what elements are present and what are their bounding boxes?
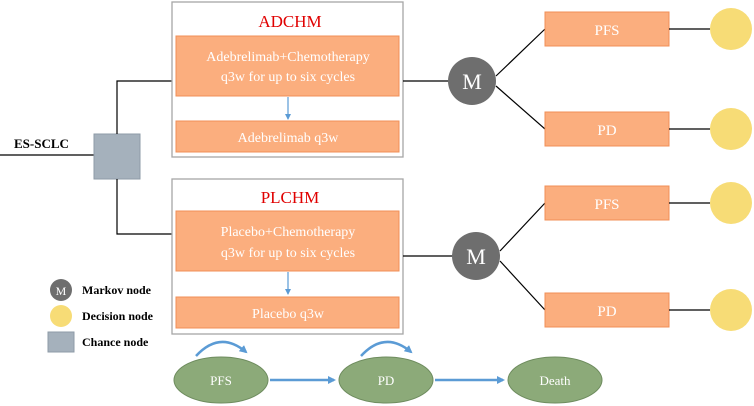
state-transition-diagram: PFS PD Death (173, 340, 603, 404)
legend-markov-label: Markov node (82, 283, 152, 297)
pfs-self-loop-arrow (195, 340, 248, 357)
arm1-pfs-decision-node (710, 8, 752, 50)
arm2-state-pd-label: PD (597, 304, 616, 320)
legend-decision-label: Decision node (82, 309, 154, 323)
pd-self-loop-arrow (360, 340, 413, 357)
arm2-pd-decision-node (710, 289, 752, 331)
chance-node (93, 133, 141, 180)
arm1-state-pd-label: PD (597, 123, 616, 139)
arm2-phase2-label: Placebo q3w (252, 307, 325, 322)
transition-pd-state (338, 356, 434, 404)
transition-pfs-state (173, 356, 269, 404)
arm1-title: ADCHM (258, 12, 321, 31)
arm2-branch-pfs (499, 202, 546, 252)
arm2-markov-node (452, 232, 500, 280)
branch-line-bottom (116, 179, 172, 235)
legend-markov-symbol: M (56, 284, 67, 298)
root-label: ES-SCLC (14, 136, 69, 151)
arm2-pfs-decision-node (710, 182, 752, 224)
transition-pfs-label: PFS (210, 373, 232, 388)
arm1-phase1-line1: Adebrelimab+Chemotherapy (206, 50, 369, 65)
arm1-phase1-box (175, 35, 400, 97)
arm2-state-pd-box (544, 292, 670, 328)
legend-chance-icon (47, 331, 75, 353)
arm1-markov-node (448, 57, 496, 105)
branch-line-top (116, 80, 172, 134)
arm2-state-pfs-box (544, 185, 670, 221)
arm1-branch-pfs (495, 28, 546, 77)
arm2-phase1-line2: q3w for up to six cycles (221, 246, 355, 261)
legend-decision-icon (50, 305, 72, 327)
arm1-phase1-line2: q3w for up to six cycles (221, 70, 355, 85)
legend: M Markov node Decision node Chance node (47, 279, 154, 353)
arm1-branch-pd (495, 85, 546, 130)
arm1-state-pfs-label: PFS (594, 23, 619, 39)
arm2-phase1-line1: Placebo+Chemotherapy (221, 225, 356, 240)
arm2-phase2-box (175, 296, 400, 329)
arm1-phase2-box (175, 120, 400, 153)
legend-markov-icon (50, 279, 72, 301)
arm1-phase2-label: Adebrelimab q3w (238, 131, 340, 146)
arm1-pd-decision-node (710, 108, 752, 150)
legend-chance-label: Chance node (82, 335, 149, 349)
transition-death-state (507, 356, 603, 404)
arm1-state-pd-box (544, 111, 670, 147)
transition-death-label: Death (539, 373, 571, 388)
arm1-state-pfs-box (544, 11, 670, 47)
arm2-branch-pd (499, 260, 546, 311)
arm2-markov-symbol: M (466, 244, 486, 269)
transition-pd-label: PD (378, 373, 395, 388)
arm2-title: PLCHM (261, 188, 320, 207)
arm2-phase1-box (175, 210, 400, 272)
arm2-state-pfs-label: PFS (594, 197, 619, 213)
arm1-markov-symbol: M (462, 69, 482, 94)
